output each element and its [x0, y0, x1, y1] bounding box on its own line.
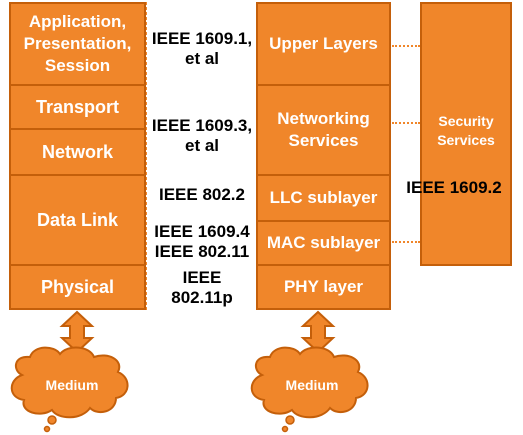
- left-column-guide: [146, 2, 147, 310]
- medium-right-label: Medium: [285, 377, 339, 393]
- right-double-arrow: [300, 310, 336, 354]
- osi-physical-label: Physical: [40, 276, 115, 297]
- osi-network-layer: Network: [9, 128, 146, 176]
- wave-upper-layers: Upper Layers: [256, 2, 391, 86]
- right-medium-cloud: [250, 346, 369, 433]
- wave-upper-label: Upper Layers: [269, 34, 378, 53]
- osi-application-label: Application, Presentation, Session: [23, 12, 132, 75]
- standard-mac: IEEE 1609.4 IEEE 802.11: [154, 222, 250, 261]
- wave-networking-services: Networking Services: [256, 84, 391, 176]
- security-services-label: Security Services: [437, 113, 495, 148]
- wave-mac-label: MAC sublayer: [266, 233, 381, 252]
- wave-phy-label: PHY layer: [283, 277, 364, 296]
- osi-data-link-label: Data Link: [36, 209, 119, 230]
- osi-transport-label: Transport: [35, 96, 119, 117]
- connector-upper-security: [392, 45, 420, 47]
- standard-phy: IEEE 802.11p: [171, 268, 233, 307]
- wave-llc-label: LLC sublayer: [269, 188, 378, 207]
- connector-mac-security: [392, 241, 420, 243]
- standard-llc: IEEE 802.2: [158, 185, 245, 204]
- wave-phy-layer: PHY layer: [256, 264, 391, 310]
- wave-mac-sublayer: MAC sublayer: [256, 220, 391, 266]
- osi-physical-layer: Physical: [9, 264, 146, 310]
- connector-networking-security: [392, 122, 420, 124]
- left-medium-cloud: [10, 346, 129, 433]
- security-standard: IEEE 1609.2: [406, 178, 502, 197]
- wave-llc-sublayer: LLC sublayer: [256, 174, 391, 222]
- wave-networking-label: Networking Services: [277, 109, 370, 150]
- left-double-arrow: [59, 310, 95, 354]
- medium-left-label: Medium: [45, 377, 99, 393]
- security-services-box: Security Services: [420, 2, 512, 266]
- osi-application-layer: Application, Presentation, Session: [9, 2, 146, 86]
- standard-upper: IEEE 1609.1, et al: [151, 29, 253, 68]
- standard-networking: IEEE 1609.3, et al: [151, 116, 253, 155]
- osi-network-label: Network: [41, 141, 113, 162]
